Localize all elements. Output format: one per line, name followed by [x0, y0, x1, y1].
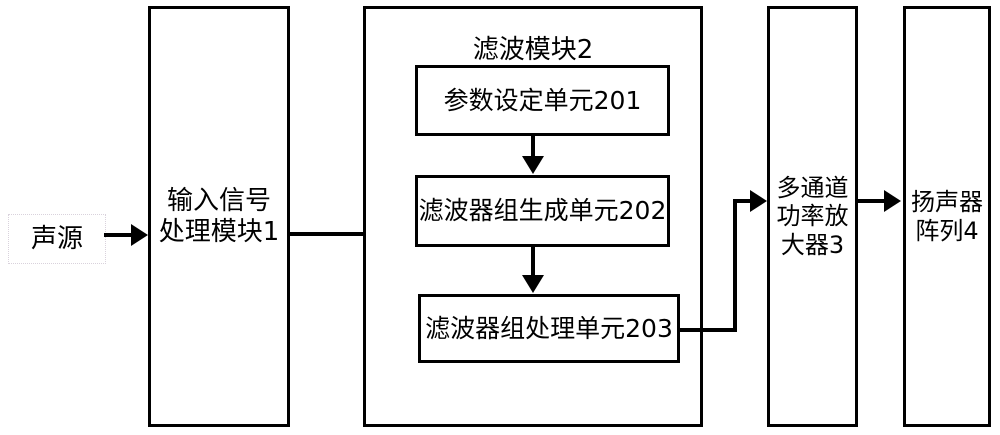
block-amplifier-label: 多通道 功率放 大器3: [776, 174, 849, 259]
block-source-label: 声源: [30, 223, 83, 254]
connector-202-to-203: [531, 247, 535, 276]
connector-source-to-input: [104, 233, 134, 237]
block-unit-202: 滤波器组生成单元202: [415, 175, 670, 247]
block-unit-203-label: 滤波器组处理单元203: [425, 313, 673, 343]
arrowhead-202-to-203: [522, 275, 544, 293]
block-unit-202-label: 滤波器组生成单元202: [418, 196, 667, 226]
connector-amp-to-speaker: [858, 199, 888, 203]
block-speaker-array-label: 扬声器 阵列4: [911, 188, 983, 245]
connector-203-to-amp-vertical: [733, 199, 737, 332]
arrowhead-201-to-202: [522, 156, 544, 174]
arrowhead-source-to-input: [131, 224, 148, 246]
block-unit-201-label: 参数设定单元201: [443, 85, 642, 115]
connector-input-to-203-horizontal: [290, 232, 387, 236]
block-unit-201: 参数设定单元201: [415, 65, 670, 136]
block-input-module-label: 输入信号 处理模块1: [158, 185, 280, 247]
arrowhead-amp-to-speaker: [884, 190, 901, 212]
connector-203-to-amp-horizontal: [680, 328, 737, 332]
connector-201-to-202: [531, 136, 535, 158]
block-speaker-array: 扬声器 阵列4: [903, 6, 991, 427]
block-input-module: 输入信号 处理模块1: [148, 6, 290, 427]
arrowhead-203-to-amp: [750, 190, 767, 212]
connector-203-to-amp-entry: [733, 199, 753, 203]
block-unit-203: 滤波器组处理单元203: [418, 294, 680, 363]
block-amplifier: 多通道 功率放 大器3: [767, 6, 858, 427]
block-source: 声源: [8, 214, 106, 264]
block-filter-module-label: 滤波模块2: [472, 35, 594, 65]
